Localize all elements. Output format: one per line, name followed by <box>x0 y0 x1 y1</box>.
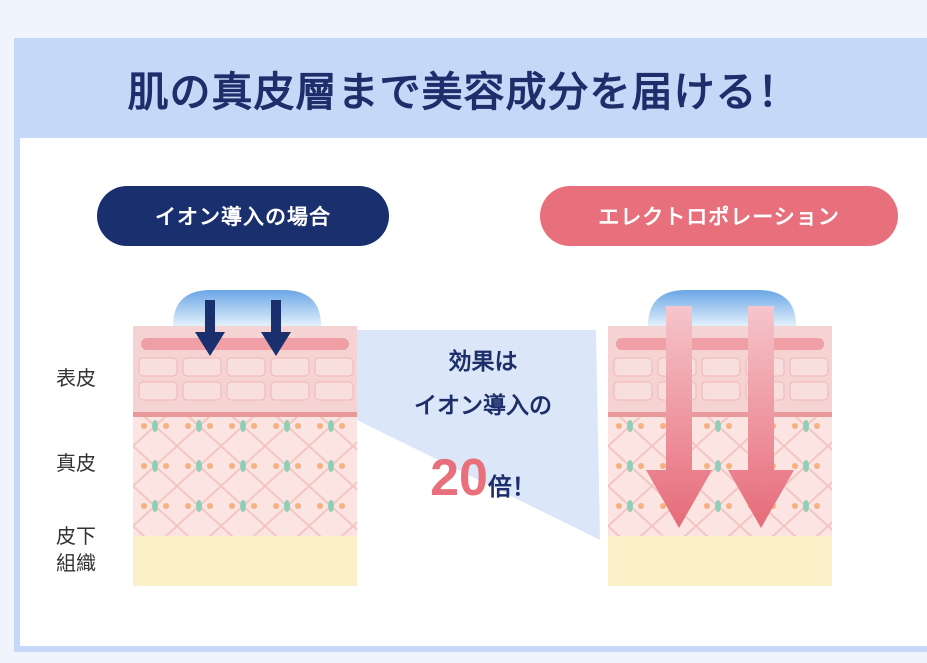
arrow-down-icon <box>728 306 794 528</box>
multiplier-unit: 倍 <box>487 473 512 501</box>
headline: 肌の真皮層まで美容成分を届ける！ <box>127 68 800 116</box>
multiplier: 20倍！ <box>378 448 588 508</box>
epidermis-label: 表皮 <box>56 366 96 390</box>
multiplier-exclaim: ！ <box>511 473 536 501</box>
applicator-gel <box>173 290 321 326</box>
arrow-down-icon <box>646 306 712 528</box>
electroporation-arrows <box>646 306 794 528</box>
ion-introduction-label: イオン導入の場合 <box>97 186 389 246</box>
callout-line2: イオン導入の <box>414 393 552 419</box>
arrow-down-icon <box>261 300 291 356</box>
dermis-label: 真皮 <box>56 451 96 475</box>
ion-introduction-label-text: イオン導入の場合 <box>155 205 331 229</box>
arrow-down-icon <box>195 300 225 356</box>
ion-arrows <box>195 300 291 356</box>
skin-diagram-ion <box>133 290 357 586</box>
subcutaneous-label-line2: 組織 <box>56 551 96 575</box>
callout-line1: 効果は <box>448 349 518 375</box>
skin-diagram-electroporation <box>608 290 832 586</box>
electroporation-label: エレクトロポレーション <box>540 186 898 246</box>
multiplier-number: 20 <box>430 449 488 507</box>
subcutaneous-label-line1: 皮下 <box>56 524 96 548</box>
electroporation-label-text: エレクトロポレーション <box>598 205 840 229</box>
